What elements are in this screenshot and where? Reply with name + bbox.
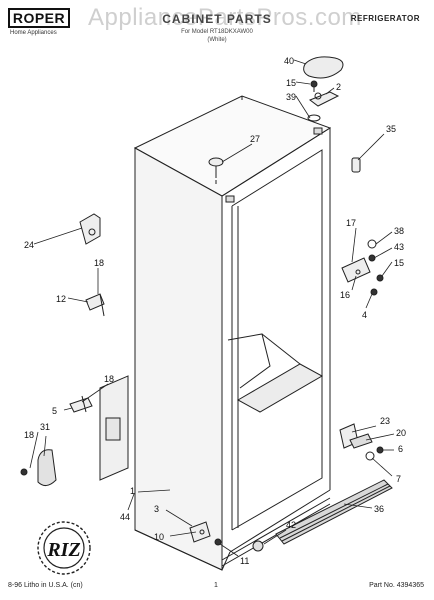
callout-40: 40	[284, 56, 294, 66]
part-39-washer	[307, 114, 321, 122]
part-17-center-hinge	[341, 257, 371, 283]
callout-18-mid: 18	[104, 374, 114, 384]
callout-18-lower: 18	[24, 430, 34, 440]
callout-35: 35	[386, 124, 396, 134]
callout-18-upper: 18	[94, 258, 104, 268]
part-15-screw-mid	[376, 274, 384, 282]
callout-labels: 40 15 2 39 27 35 24 18 12 17 38 43 15 16…	[24, 56, 406, 566]
callout-3: 3	[154, 504, 159, 514]
callout-20: 20	[396, 428, 406, 438]
callout-43: 43	[394, 242, 404, 252]
part-35-bracket	[351, 157, 361, 173]
callout-2: 2	[336, 82, 341, 92]
part-23-bottom-hinge	[339, 423, 373, 449]
watermark-text: AppliancePartsPros.com	[88, 4, 362, 31]
callout-1: 1	[130, 486, 135, 496]
part-2-top-hinge	[308, 91, 340, 107]
part-27-plug	[208, 157, 224, 184]
callout-36: 36	[374, 504, 384, 514]
callout-16: 16	[340, 290, 350, 300]
part-3-leveling-leg	[189, 521, 211, 543]
page-number: 1	[214, 582, 218, 589]
appliance-category: REFRIGERATOR	[350, 14, 420, 23]
part-31-pad	[37, 449, 57, 486]
part-24-latch	[79, 213, 101, 245]
callout-5: 5	[52, 406, 57, 416]
callout-27: 27	[250, 134, 260, 144]
part-15-screw-top	[310, 80, 318, 92]
litho-note: 8-96 Litho in U.S.A. (cn)	[8, 582, 83, 589]
leader-lines	[29, 59, 395, 557]
diagram-title: CABINET PARTS	[162, 12, 272, 26]
part-11-screw	[214, 538, 222, 546]
part-4-screw	[370, 288, 378, 296]
callout-31: 31	[40, 422, 50, 432]
callout-11: 11	[240, 556, 249, 566]
callout-42: 42	[286, 520, 296, 530]
callout-38: 38	[394, 226, 404, 236]
callout-15-mid: 15	[394, 258, 404, 268]
callout-10: 10	[154, 532, 164, 542]
part-42-clip	[252, 540, 264, 552]
part-40-hinge-cover	[303, 56, 344, 79]
model-number: For Model RT18DKXAW00	[181, 29, 253, 35]
callout-24: 24	[24, 240, 34, 250]
model-color: (White)	[207, 37, 227, 43]
callout-15-top: 15	[286, 78, 296, 88]
part-38-washer	[367, 239, 377, 249]
brand-logo: ROPER	[8, 8, 70, 28]
part-43-screw	[368, 254, 376, 262]
callout-7: 7	[396, 474, 401, 484]
brand-name: ROPER	[12, 10, 66, 26]
callout-6: 6	[398, 444, 403, 454]
riz-badge	[37, 521, 91, 575]
callout-39: 39	[286, 92, 296, 102]
part-12-bracket	[85, 293, 105, 317]
callout-4: 4	[362, 310, 367, 320]
callout-12: 12	[56, 294, 66, 304]
callout-44: 44	[120, 512, 130, 522]
cabinet-body	[99, 95, 332, 571]
part-5-bracket	[69, 395, 93, 413]
callout-23: 23	[380, 416, 390, 426]
part-18-screw-lower	[20, 468, 28, 476]
callout-17: 17	[346, 218, 356, 228]
part-36-toe-grille	[275, 479, 393, 545]
brand-subtitle: Home Appliances	[10, 30, 57, 36]
part-7-washer	[365, 451, 375, 461]
riz-badge-text: RIZ	[46, 539, 80, 561]
part-number: Part No. 4394365	[369, 582, 424, 589]
